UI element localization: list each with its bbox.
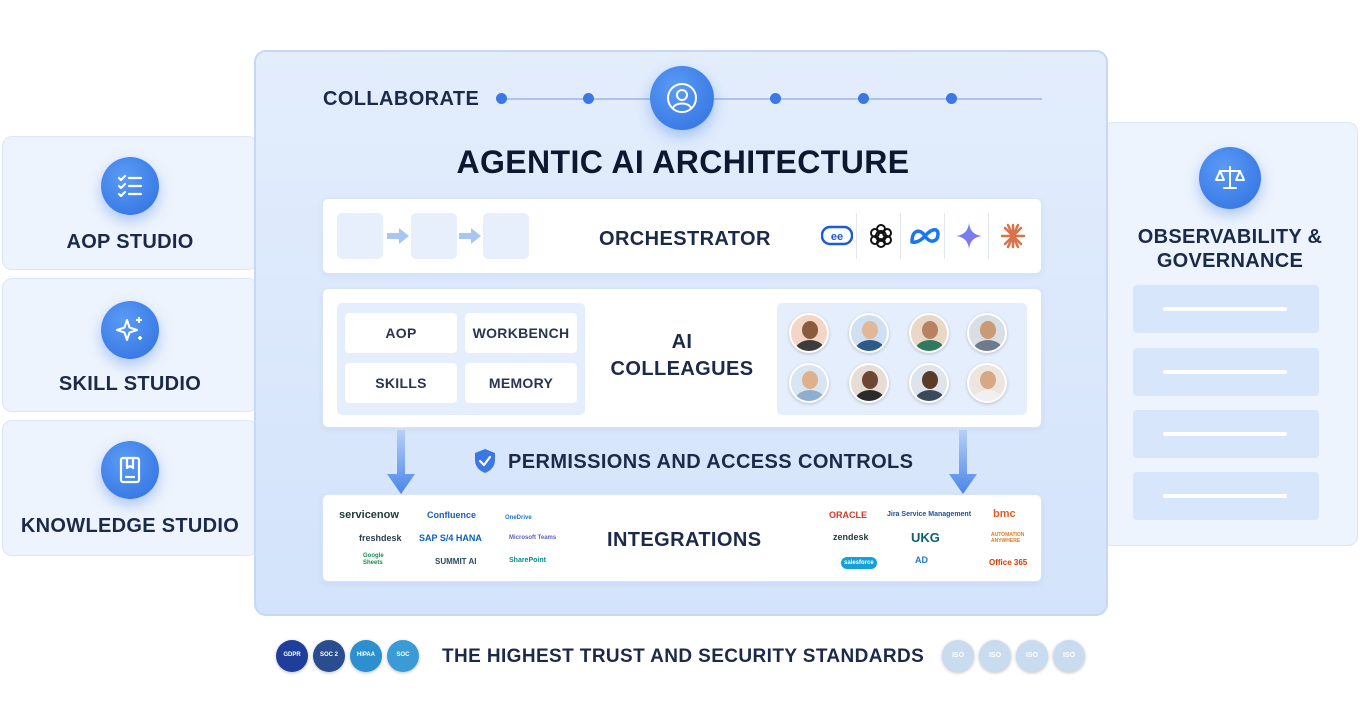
observability-governance-card[interactable]: OBSERVABILITY & GOVERNANCE xyxy=(1102,122,1358,546)
bmc-logo: bmc xyxy=(993,508,1016,520)
iso-badge: ISO xyxy=(1053,640,1085,672)
agentic-architecture-panel: COLLABORATE AGENTIC AI ARCHITECTURE ORCH… xyxy=(254,50,1108,616)
collaborate-label: COLLABORATE xyxy=(323,88,480,110)
page-title: AGENTIC AI ARCHITECTURE xyxy=(456,144,910,180)
avatar xyxy=(967,363,1007,403)
avatar xyxy=(789,363,829,403)
colleagues-avatar-grid xyxy=(777,303,1027,415)
msteams-logo: Microsoft Teams xyxy=(509,535,557,541)
google-sheets-logo: Google Sheets xyxy=(363,553,384,566)
timeline-dot xyxy=(858,93,869,104)
governance-title-line1: OBSERVABILITY & xyxy=(1137,226,1323,248)
timeline-dot xyxy=(946,93,957,104)
anthropic-logo-icon xyxy=(993,213,1033,259)
ai-colleagues-line1: AI xyxy=(671,331,693,353)
permissions-label: PERMISSIONS AND ACCESS CONTROLS xyxy=(508,451,914,473)
timeline-dot xyxy=(770,93,781,104)
zendesk-logo: zendesk xyxy=(833,532,869,542)
salesforce-logo: salesforce xyxy=(841,557,877,569)
knowledge-studio-card[interactable]: KNOWLEDGE STUDIO xyxy=(2,420,258,556)
onedrive-logo: OneDrive xyxy=(505,515,532,521)
meta-logo-icon xyxy=(905,213,945,259)
automation-anywhere-logo: AUTOMATION ANYWHERE xyxy=(991,532,1025,544)
flow-step xyxy=(337,213,383,259)
user-circle-icon xyxy=(650,66,714,130)
governance-item-2 xyxy=(1133,348,1319,396)
sharepoint-logo: SharePoint xyxy=(509,557,546,564)
workbench-tile[interactable]: WORKBENCH xyxy=(465,313,577,353)
governance-item-1 xyxy=(1133,285,1319,333)
avatar xyxy=(789,313,829,353)
arrow-right-icon xyxy=(459,228,481,244)
kore-logo-icon: ee xyxy=(817,213,857,259)
oracle-logo: ORACLE xyxy=(829,510,867,520)
confluence-logo: Confluence xyxy=(427,510,477,520)
iso-badge: ISO xyxy=(942,640,974,672)
ad-logo: AD xyxy=(915,555,928,565)
ukg-logo: UKG xyxy=(911,530,940,545)
soc2-badge: SOC 2 xyxy=(313,640,345,672)
hipaa-badge: HIPAA xyxy=(350,640,382,672)
orchestrator-label: ORCHESTRATOR xyxy=(599,228,771,250)
office365-logo: Office 365 xyxy=(989,558,1028,567)
integrations-panel: servicenow Confluence OneDrive freshdesk… xyxy=(322,494,1042,582)
governance-item-3 xyxy=(1133,410,1319,458)
freshdesk-logo: freshdesk xyxy=(359,533,402,543)
memory-tile[interactable]: MEMORY xyxy=(465,363,577,403)
capabilities-group: AOP WORKBENCH SKILLS MEMORY xyxy=(337,303,585,415)
aop-studio-card[interactable]: AOP STUDIO xyxy=(2,136,258,270)
avatar xyxy=(909,363,949,403)
flow-step xyxy=(411,213,457,259)
jira-logo: Jira Service Management xyxy=(887,511,972,518)
ai-colleagues-line2: COLLEAGUES xyxy=(610,358,754,380)
avatar xyxy=(849,313,889,353)
scale-icon xyxy=(1199,147,1261,209)
servicenow-logo: servicenow xyxy=(339,509,399,521)
timeline-dot xyxy=(496,93,507,104)
gdpr-badge: GDPR xyxy=(276,640,308,672)
skills-tile[interactable]: SKILLS xyxy=(345,363,457,403)
orchestrator-panel: ORCHESTRATOR ee xyxy=(322,198,1042,274)
skill-studio-card[interactable]: SKILL STUDIO xyxy=(2,278,258,412)
aop-tile[interactable]: AOP xyxy=(345,313,457,353)
iso-badge: ISO xyxy=(979,640,1011,672)
openai-logo-icon xyxy=(861,213,901,259)
gemini-logo-icon xyxy=(949,213,989,259)
book-icon xyxy=(101,441,159,499)
integrations-label: INTEGRATIONS xyxy=(607,529,762,551)
avatar xyxy=(909,313,949,353)
arrow-right-icon xyxy=(387,228,409,244)
checklist-icon xyxy=(101,157,159,215)
avatar xyxy=(967,313,1007,353)
timeline-dot xyxy=(583,93,594,104)
ai-colleagues-panel: AOP WORKBENCH SKILLS MEMORY AI COLLEAGUE… xyxy=(322,288,1042,428)
shield-icon xyxy=(475,449,495,473)
arrow-down-icon xyxy=(387,430,415,494)
avatar xyxy=(849,363,889,403)
skill-studio-label: SKILL STUDIO xyxy=(58,373,202,395)
governance-title-line2: GOVERNANCE xyxy=(1156,250,1304,272)
arrow-down-icon xyxy=(949,430,977,494)
knowledge-studio-label: KNOWLEDGE STUDIO xyxy=(20,515,240,537)
saphana-logo: SAP S/4 HANA xyxy=(419,533,482,543)
governance-item-4 xyxy=(1133,472,1319,520)
svg-text:ee: ee xyxy=(830,231,842,243)
flow-step xyxy=(483,213,529,259)
iso-badge: ISO xyxy=(1016,640,1048,672)
summitai-logo: SUMMIT AI xyxy=(435,557,477,566)
sparkle-icon xyxy=(101,301,159,359)
security-standards-label: THE HIGHEST TRUST AND SECURITY STANDARDS xyxy=(442,646,925,667)
aop-studio-label: AOP STUDIO xyxy=(66,231,194,253)
aicpa-soc-badge: SOC xyxy=(387,640,419,672)
